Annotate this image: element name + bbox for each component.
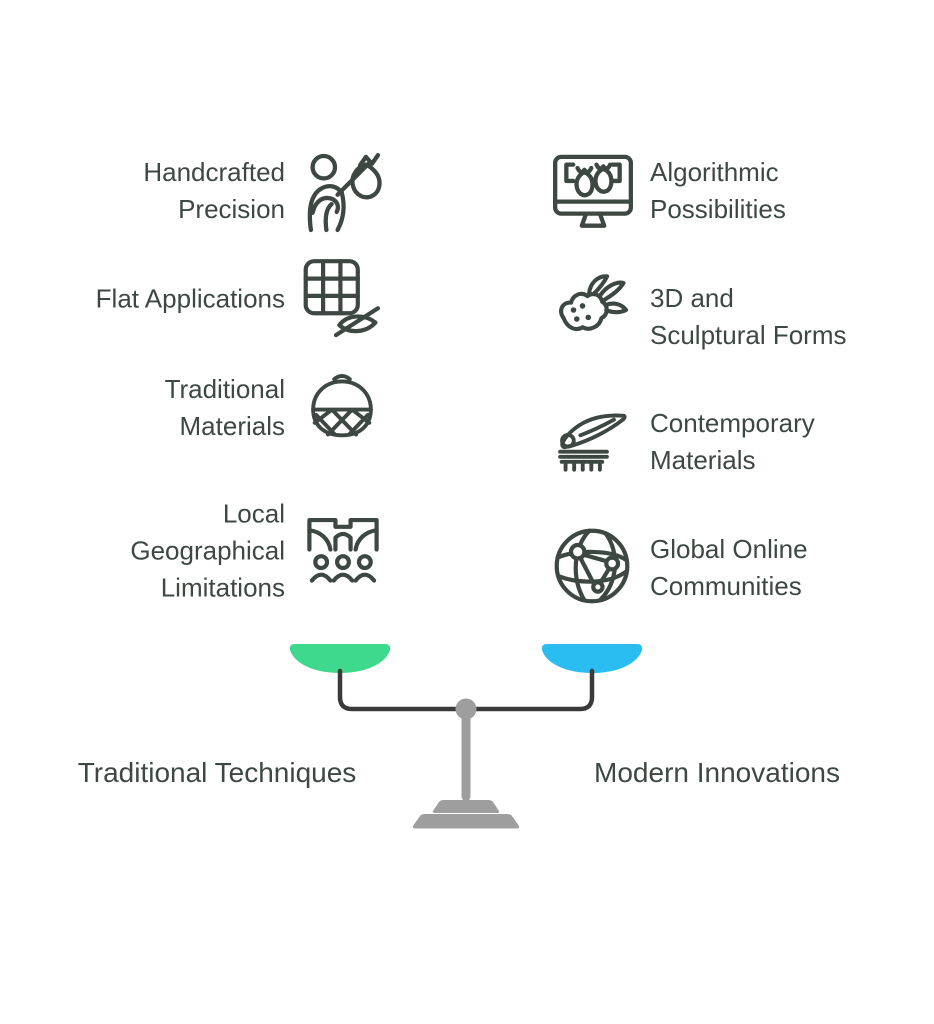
grid-hidden-eye-icon (299, 257, 383, 341)
scale-base-top (432, 800, 500, 813)
person-carrying-bag-icon (298, 150, 384, 236)
gate-with-people-icon (301, 508, 385, 596)
left-category-label: Traditional Techniques (77, 757, 357, 788)
bullet-train-icon (557, 399, 635, 481)
item-label-flat-applications: Flat Applications (95, 283, 285, 314)
right-category-label: Modern Innovations (594, 757, 840, 788)
woven-basket-icon (303, 369, 381, 447)
left-scale-pan (289, 644, 391, 673)
scale-base-bottom (412, 814, 520, 829)
monitor-patterns-icon (550, 150, 636, 236)
item-label-contemporary-materials: Contemporary Materials (650, 408, 815, 475)
scale-pivot (455, 698, 477, 720)
globe-network-icon (550, 524, 634, 608)
item-label-local-geographical-limitations: Local Geographical Limitations (130, 498, 285, 603)
right-scale-pan (541, 644, 643, 673)
balance-scale (289, 644, 643, 829)
item-label-traditional-materials: Traditional Materials (164, 374, 285, 441)
item-label-algorithmic-possibilities: Algorithmic Possibilities (650, 157, 786, 224)
item-label-global-online-communities: Global Online Communities (650, 534, 808, 601)
item-label-handcrafted-precision: Handcrafted Precision (143, 157, 285, 224)
scale-pole (461, 715, 471, 801)
sculpture-creature-icon (553, 269, 635, 351)
item-label-3d-sculptural-forms: 3D and Sculptural Forms (650, 283, 847, 350)
